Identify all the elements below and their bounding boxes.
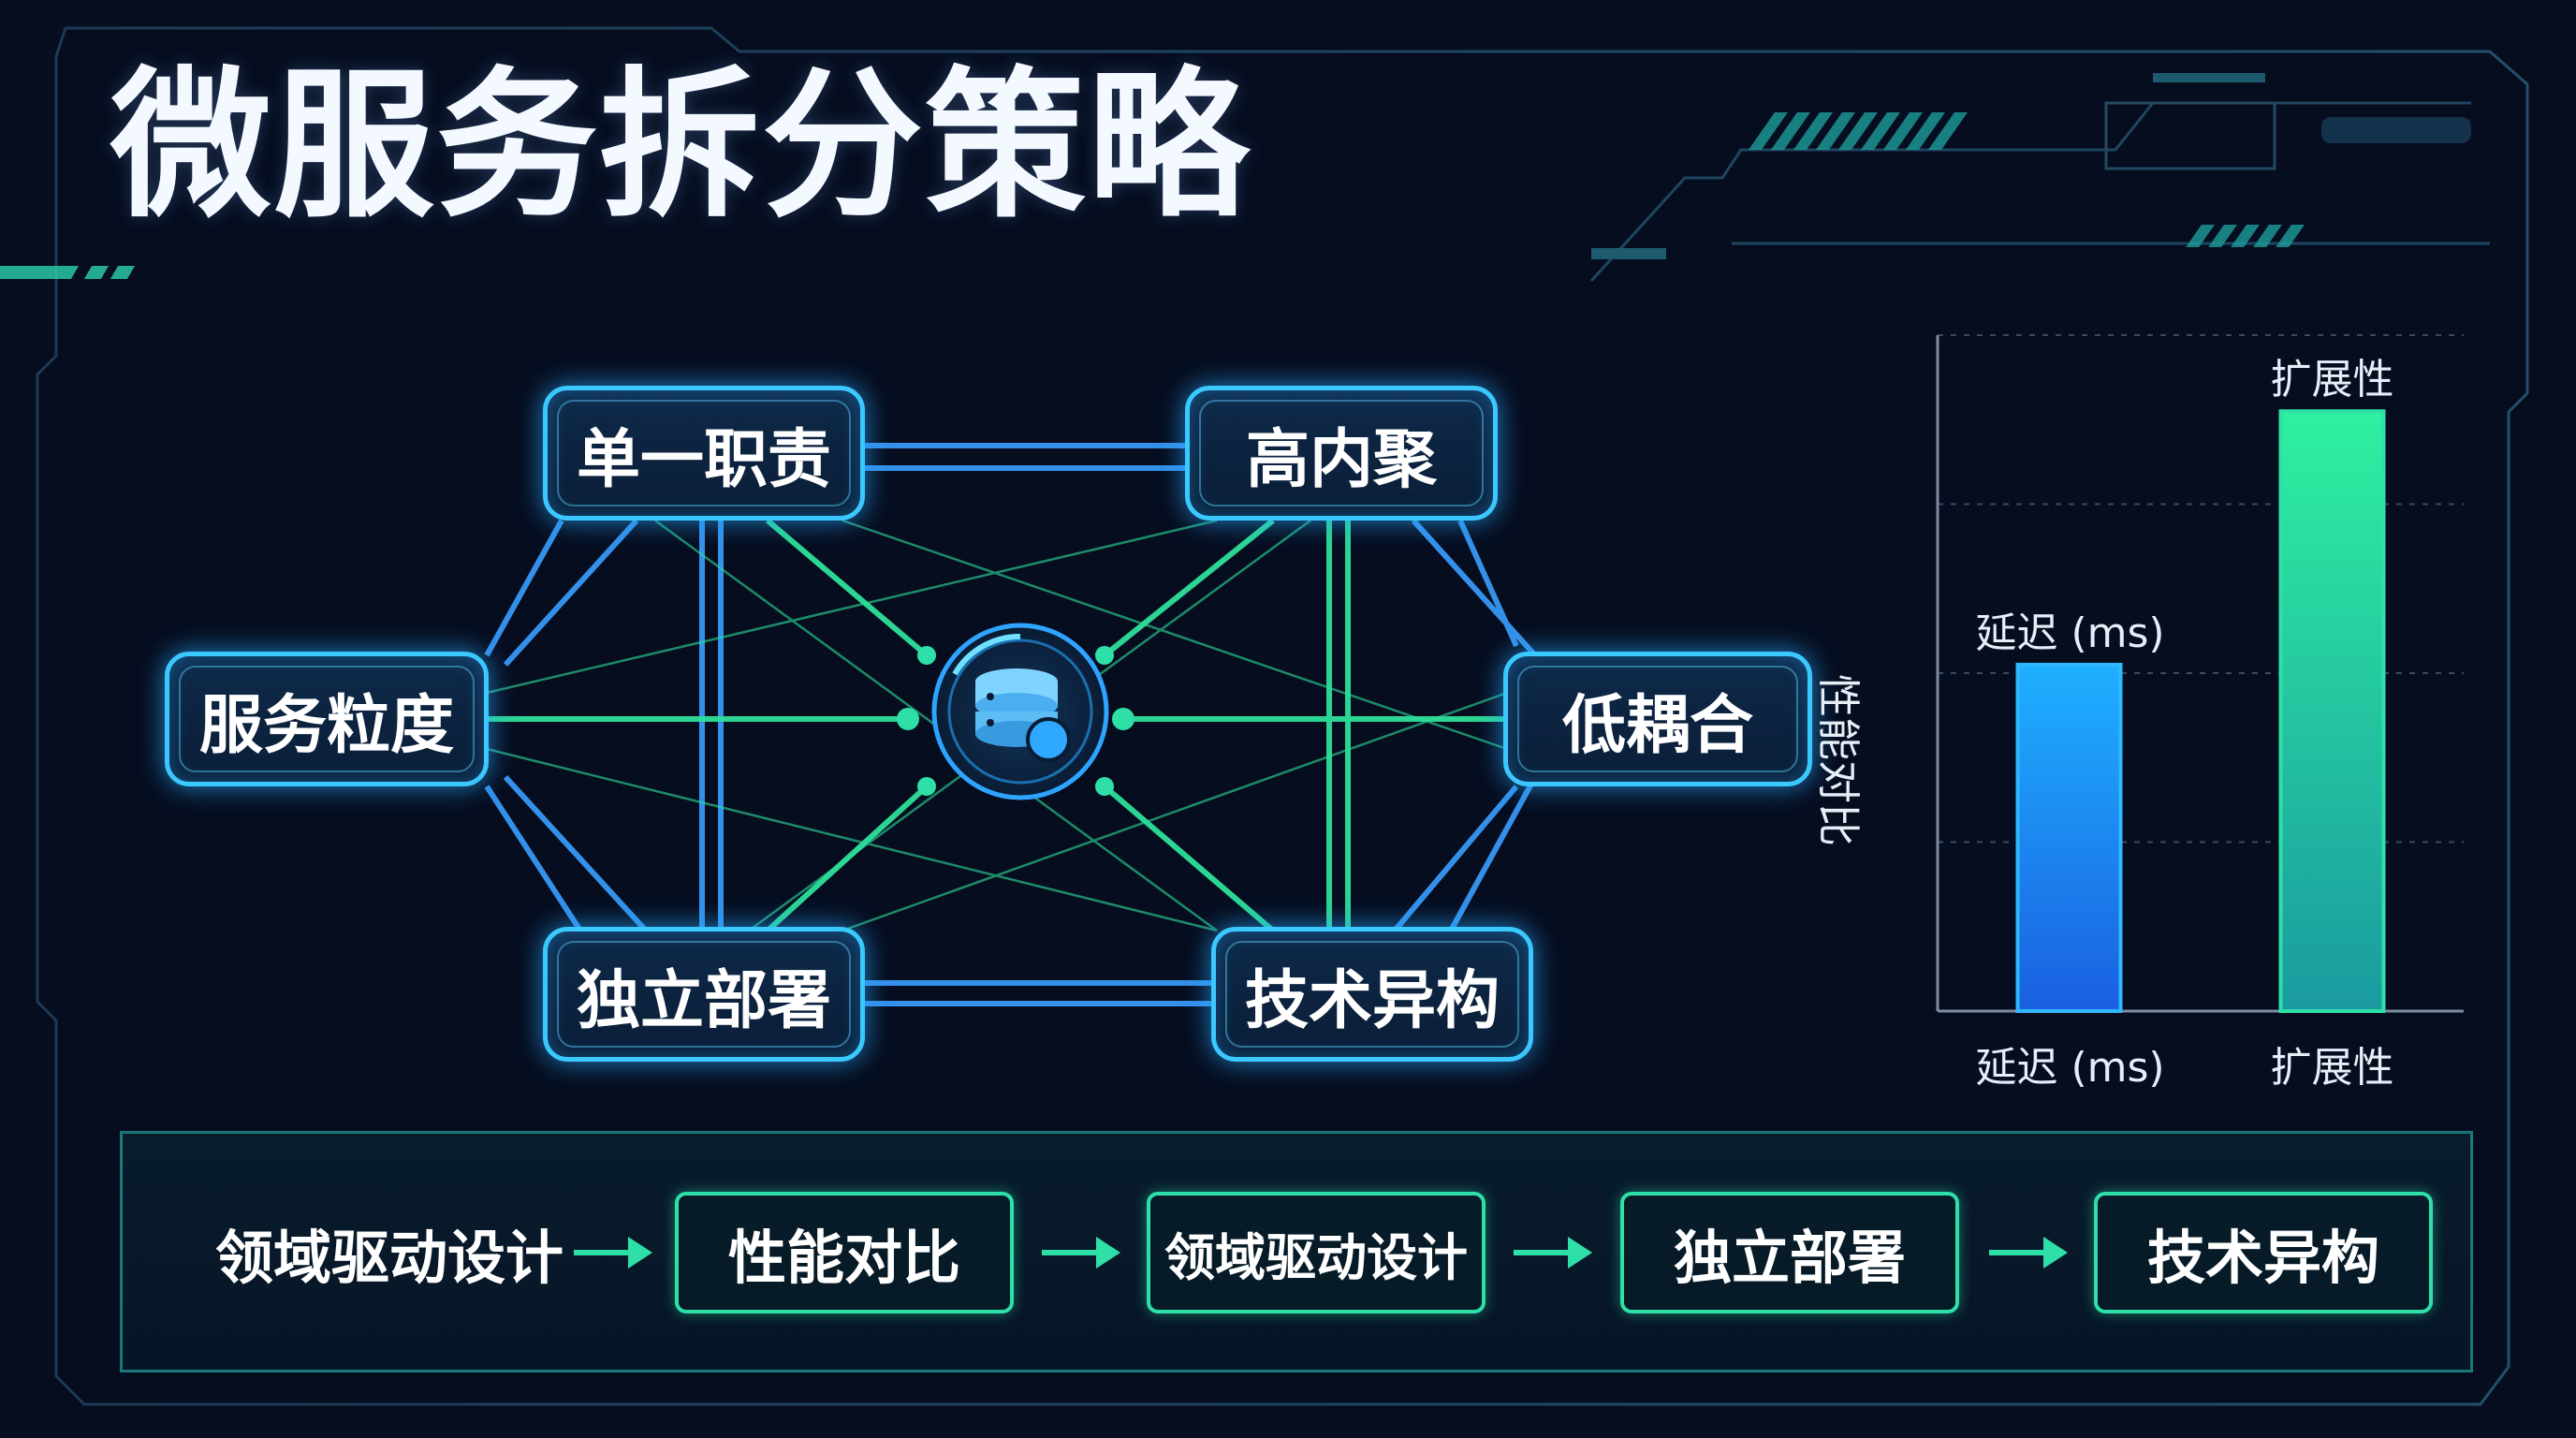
flow-step-label: 领域驱动设计 (1164, 1227, 1468, 1287)
x-tick-label: 扩展性 (2270, 1044, 2394, 1092)
flow-step-label: 领域驱动设计 (214, 1224, 564, 1292)
arrow-right-icon (1514, 1237, 1592, 1269)
database-icon (931, 623, 1109, 800)
flow-step-label: 独立部署 (1673, 1224, 1906, 1292)
bar-data-label: 扩展性 (2270, 356, 2394, 404)
chart-grid (1938, 334, 2464, 844)
flow-step-5: 技术异构 (2094, 1192, 2433, 1313)
node-tech-heterogeneity: 技术异构 (1211, 927, 1533, 1062)
flow-step-label: 性能对比 (727, 1224, 960, 1292)
x-tick-label: 延迟 (ms) (1975, 1044, 2165, 1092)
page-title: 微服务拆分策略 (110, 51, 1251, 240)
node-service-granularity: 服务粒度 (165, 652, 489, 786)
bar-data-label: 延迟 (ms) (1975, 609, 2165, 657)
bar-1 (2278, 409, 2386, 1014)
node-single-responsibility: 单一职责 (543, 386, 865, 521)
arrow-right-icon (1042, 1237, 1120, 1269)
flow-step-1: 领域驱动设计 (160, 1192, 619, 1313)
flow-step-4: 独立部署 (1620, 1192, 1959, 1313)
arrow-right-icon (1989, 1237, 2068, 1269)
node-high-cohesion: 高内聚 (1185, 386, 1498, 521)
flow-step-label: 技术异构 (2146, 1224, 2379, 1292)
arrow-right-icon (574, 1237, 652, 1269)
process-flow-panel: 领域驱动设计 性能对比 领域驱动设计 独立部署 技术异构 (120, 1131, 2473, 1372)
flow-step-2: 性能对比 (675, 1192, 1014, 1313)
y-axis-label: 性能对比 (1813, 674, 1864, 846)
node-low-coupling: 低耦合 (1503, 652, 1812, 786)
flow-step-3: 领域驱动设计 (1147, 1192, 1486, 1313)
bar-0 (2015, 662, 2123, 1013)
node-independent-deploy: 独立部署 (543, 927, 865, 1062)
